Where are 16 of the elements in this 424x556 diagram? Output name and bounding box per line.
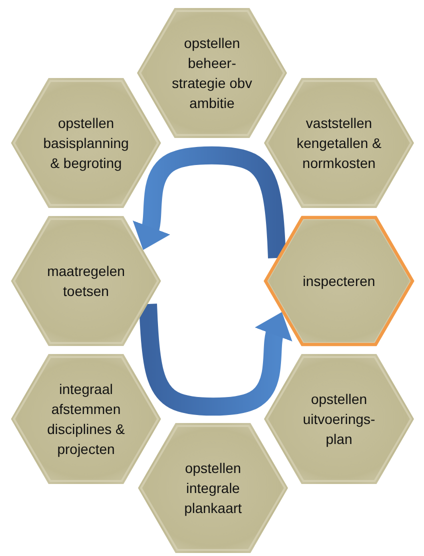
- step-label: inspecteren: [302, 272, 376, 291]
- highlighted-step-hexagon: [264, 216, 414, 346]
- step-hexagon: [264, 354, 414, 484]
- step-label: opstellen integrale plankaart: [183, 459, 243, 518]
- step-label: opstellen uitvoerings-plan: [302, 390, 376, 449]
- step-hexagon: [138, 423, 288, 553]
- step-label: opstellen basisplanning & begroting: [42, 114, 130, 173]
- step-label: vaststellen kengetallen & normkosten: [296, 114, 382, 173]
- step-label: opstellen beheer-strategie obv ambitie: [170, 34, 254, 113]
- step-hexagon: [137, 8, 287, 138]
- step-label: integraal afstemmen disciplines & projecten: [46, 380, 126, 459]
- step-hexagon: [11, 354, 161, 484]
- step-hexagon: [11, 216, 161, 346]
- step-label: maatregelen toetsen: [46, 262, 126, 301]
- step-hexagon: [11, 78, 161, 208]
- step-hexagon: [264, 78, 414, 208]
